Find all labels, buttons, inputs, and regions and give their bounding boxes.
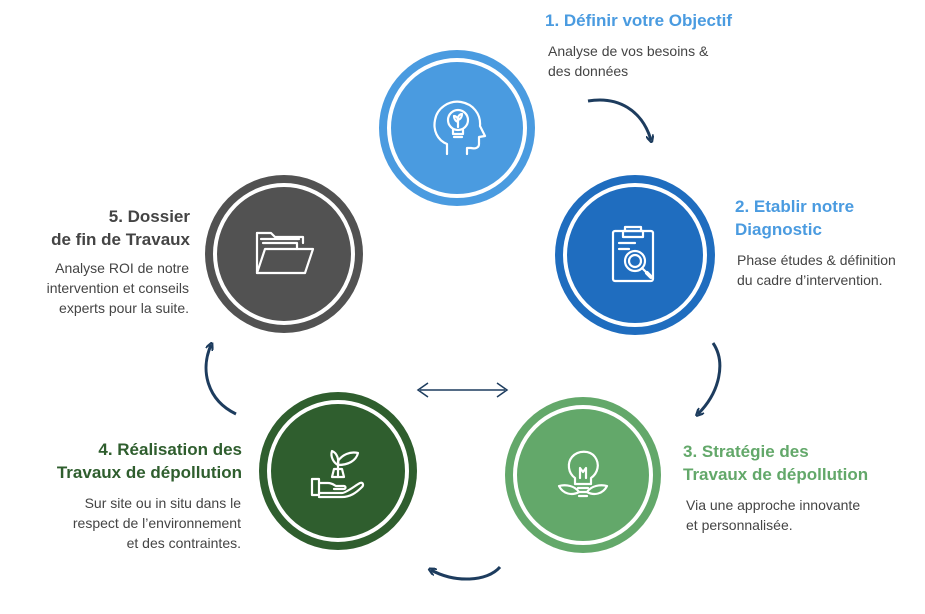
step-1-circle [379, 50, 535, 206]
step-1-title: 1. Définir votre Objectif [545, 11, 733, 30]
step-2-description: Phase études & définition du cadre d’int… [737, 252, 896, 288]
step-2-title: 2. Etablir notre Diagnostic [735, 197, 855, 239]
step-3-title: 3. Stratégie des Travaux de dépollution [683, 442, 869, 484]
arrow-3-to-4 [431, 565, 502, 581]
arrow-1-to-2 [587, 98, 651, 140]
arrow-2-to-3 [698, 342, 722, 414]
step-4-description: Sur site ou in situ dans le respect de l… [72, 495, 241, 551]
step-4-title: 4. Réalisation des Travaux de dépollutio… [56, 440, 242, 482]
step-3-description: Via une approche innovante et personnali… [686, 497, 861, 533]
step-3-circle [505, 397, 661, 553]
step-5-description: Analyse ROI de notre intervention et con… [46, 260, 189, 316]
hand-plant-icon [310, 449, 365, 499]
lightbulb-leaves-icon [557, 450, 609, 498]
head-lightbulb-icon [433, 100, 487, 156]
clipboard-magnifier-icon [611, 225, 655, 283]
step-2-circle [555, 175, 715, 335]
folder-icon [255, 231, 315, 275]
arrow-4-to-5 [204, 345, 237, 416]
step-4-circle [259, 392, 417, 550]
step-1-description: Analyse de vos besoins & des données [548, 43, 709, 79]
step-5-title: 5. Dossier de fin de Travaux [51, 207, 190, 249]
step-5-circle [205, 175, 363, 333]
